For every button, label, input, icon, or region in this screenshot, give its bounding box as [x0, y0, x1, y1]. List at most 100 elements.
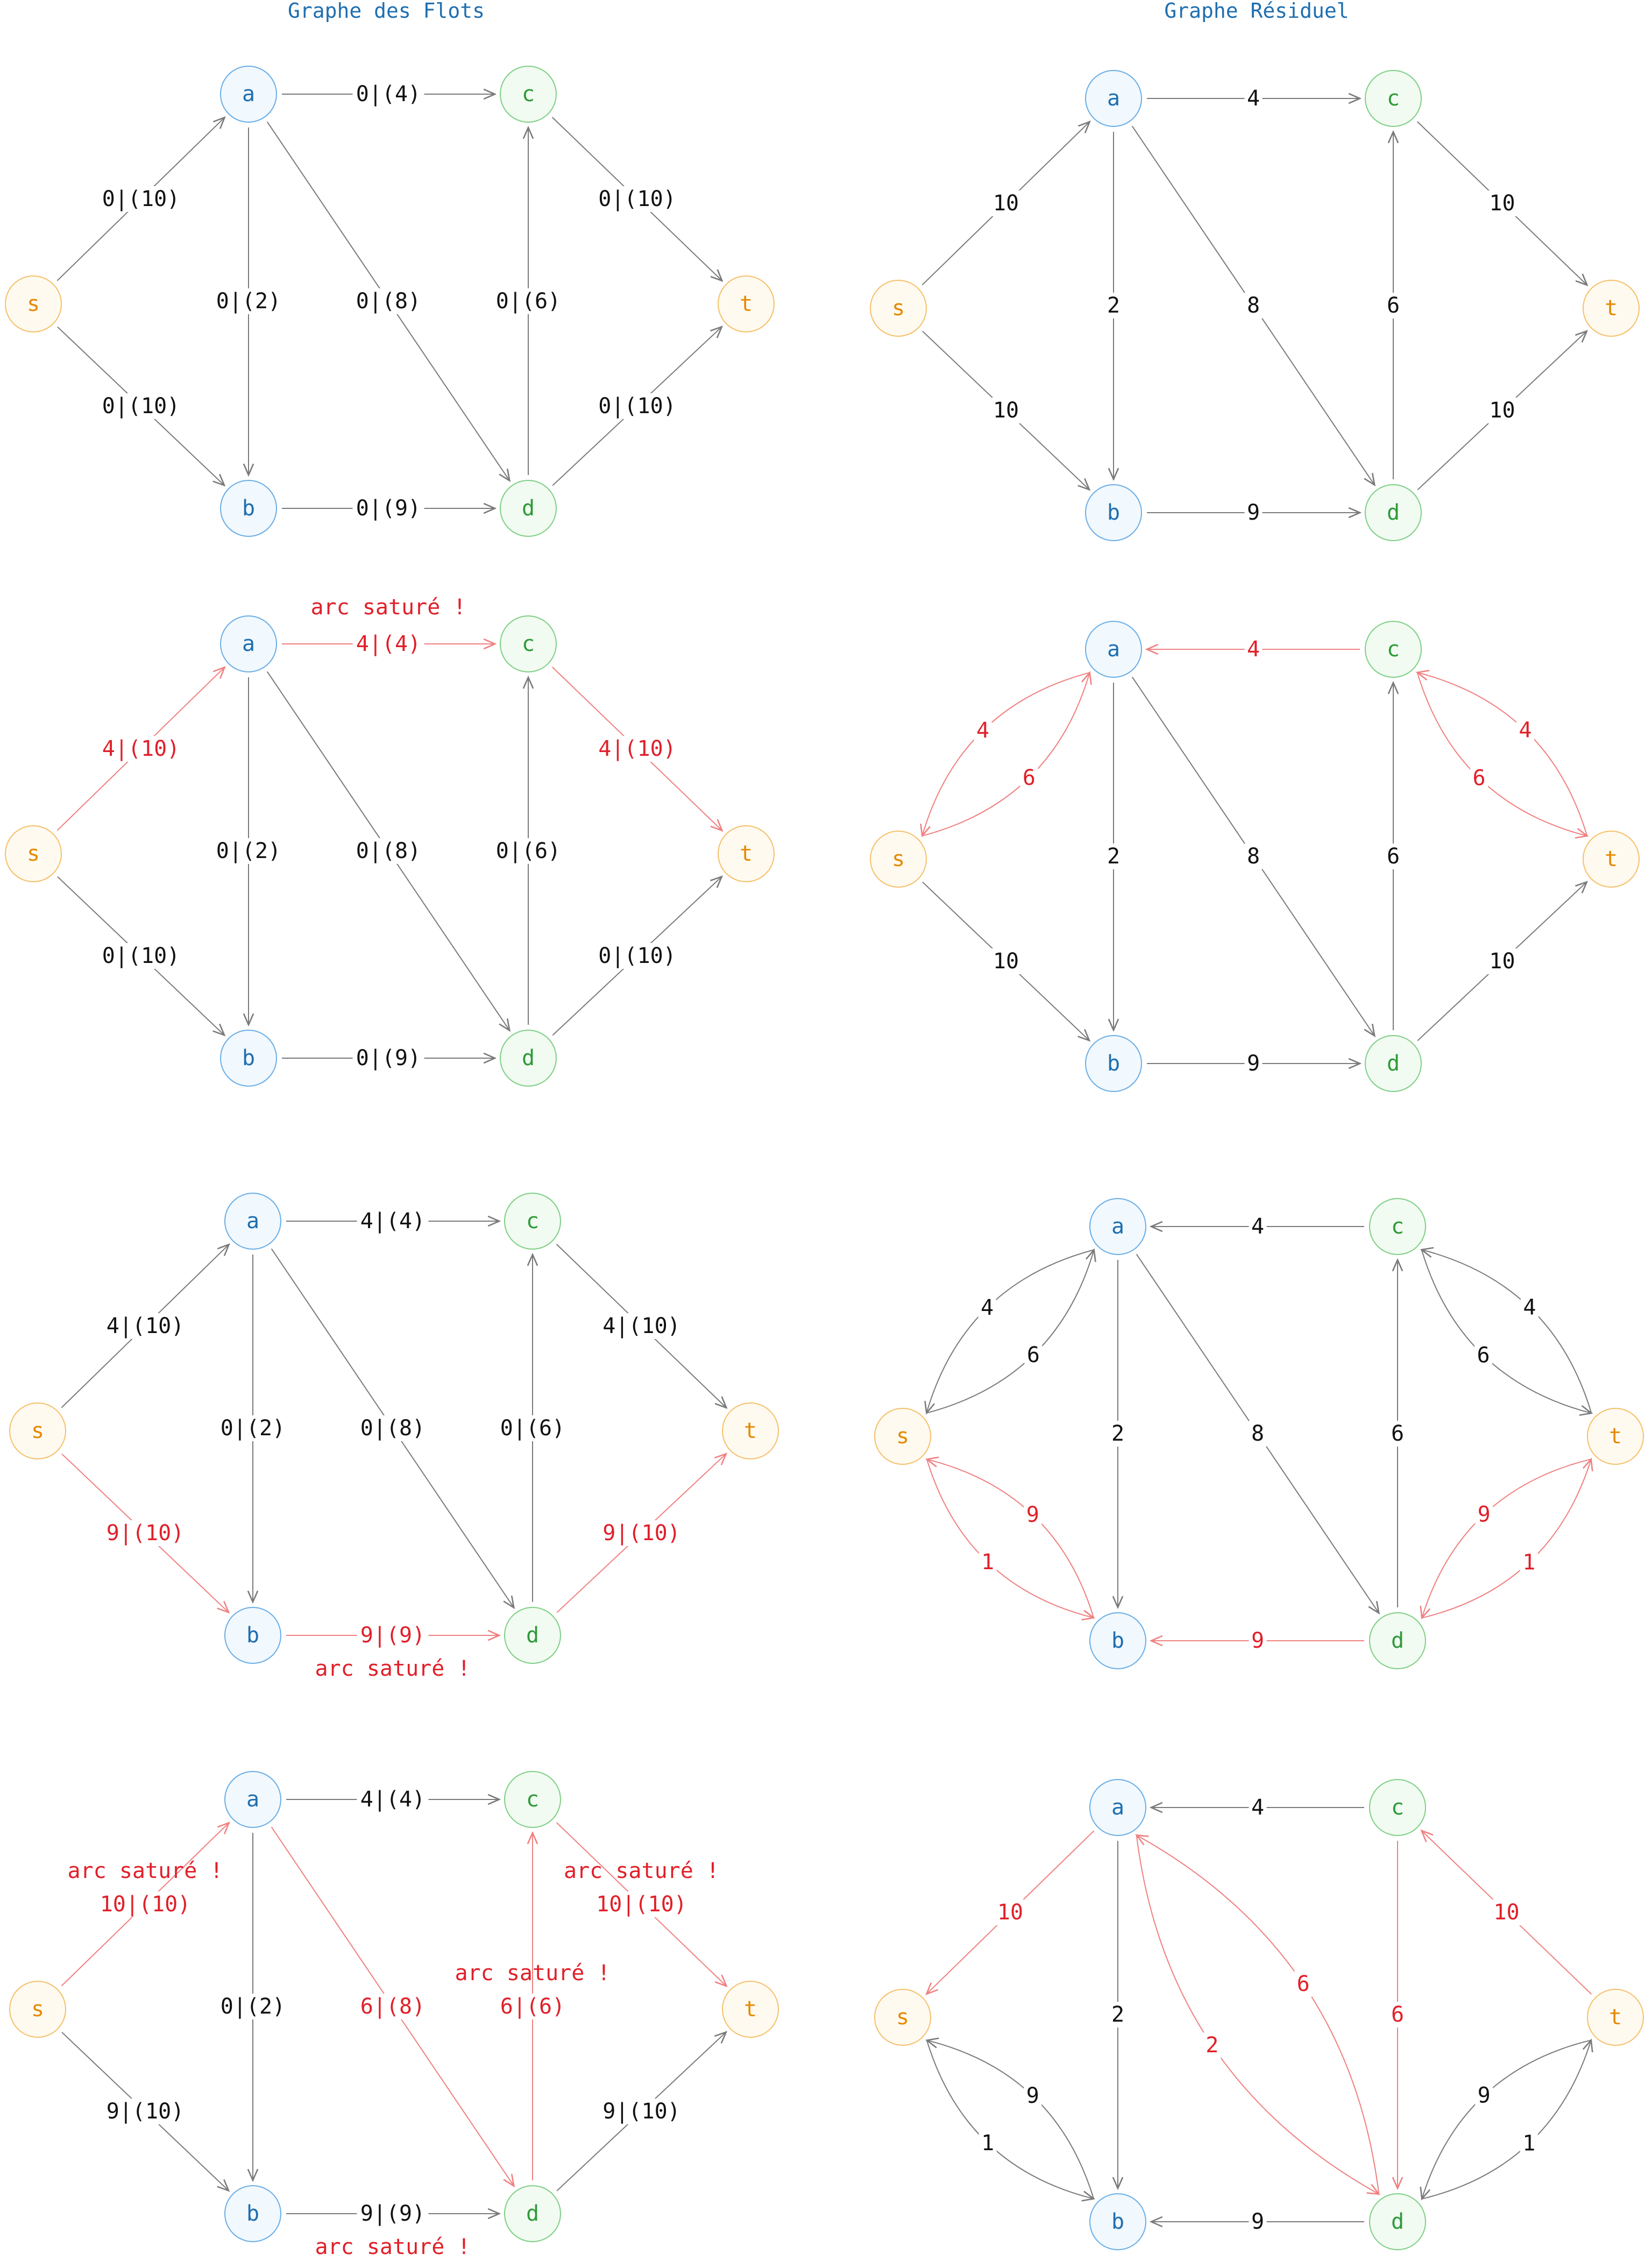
edge-label-background [990, 190, 1022, 216]
node-c [1365, 621, 1422, 678]
node-label-s: s [31, 1419, 44, 1443]
node-label-b: b [242, 1046, 255, 1071]
node-label-c: c [1387, 637, 1400, 662]
edge-label-background [1486, 398, 1518, 423]
edge-label-b-d: 0|(9) [356, 1046, 421, 1071]
flow-graph-step-4: 10|(10)arc saturé !9|(10)4|(4)0|(2)6|(8)… [9, 1771, 779, 2259]
edge-label-background [352, 631, 424, 657]
edge-label-background [217, 1415, 289, 1441]
edge-d-t [1421, 1459, 1591, 1619]
edge-label-d-c: 0|(6) [496, 839, 561, 863]
edge-label-a-c: 4|(4) [356, 632, 421, 656]
node-d [1369, 1612, 1426, 1669]
edge-label-background [1520, 1549, 1538, 1576]
edge-label-d-c: 6 [1387, 844, 1400, 869]
edge-label-a-c: 4|(4) [360, 1787, 425, 1812]
edge-label-background [1491, 1900, 1522, 1925]
edge-label-background [594, 186, 680, 212]
edge-t-d [1422, 2039, 1592, 2199]
edge-label-a-s: 4 [981, 1295, 994, 1320]
saturated-edge-note: arc saturé ! [564, 1859, 719, 1883]
edge-label-t-d: 9 [1478, 1502, 1491, 1527]
edge-label-background [1024, 1342, 1043, 1368]
node-label-s: s [31, 1997, 44, 2022]
node-b [1085, 484, 1142, 541]
edge-label-background [1520, 2130, 1538, 2157]
node-a [220, 66, 277, 123]
edge-a-s [922, 672, 1090, 835]
saturated-edge-note: arc saturé ! [315, 2235, 471, 2259]
node-s [5, 275, 62, 332]
edge-label-background [979, 2130, 997, 2156]
edge-label-background [357, 1208, 429, 1234]
edge-label-a-b: 2 [1111, 2002, 1124, 2027]
edge-label-d-t: 9|(10) [602, 1521, 680, 1546]
edge-label-s-a: 4|(10) [102, 736, 180, 761]
saturated-edge-note: arc saturé ! [315, 1656, 471, 1681]
edge-label-b-d: 9 [1247, 1051, 1260, 1076]
edge-label-d-c: 6 [1391, 1421, 1404, 1446]
node-b [220, 1030, 277, 1087]
edge-label-a-d: 2 [1206, 2033, 1218, 2058]
node-label-d: d [1387, 1051, 1400, 1076]
node-s [9, 1981, 66, 2038]
node-d [1369, 2193, 1426, 2250]
node-c [500, 66, 557, 123]
node-label-s: s [896, 2005, 909, 2030]
edge-label-s-a: 6 [1023, 766, 1036, 790]
edge-label-c-t: 0|(10) [598, 187, 676, 211]
edge-label-c-a: 4 [1251, 1214, 1264, 1239]
edge-d-a [1137, 1835, 1380, 2194]
node-c [1365, 70, 1422, 127]
edge-label-background [1249, 1628, 1267, 1654]
edge-s-b [926, 2040, 1094, 2199]
node-d [500, 1030, 557, 1087]
node-c [504, 1771, 561, 1828]
node-label-t: t [740, 841, 753, 866]
edge-label-s-a: 10 [993, 191, 1019, 216]
node-c [1369, 1198, 1426, 1255]
edge-a-s [926, 1249, 1094, 1413]
node-s [5, 825, 62, 882]
edge-label-d-a: 6 [1297, 1972, 1310, 1996]
node-t [722, 1981, 779, 2038]
edge-label-background [357, 1622, 429, 1648]
edge-label-s-a: 6 [1027, 1343, 1040, 1367]
node-a [1089, 1198, 1146, 1255]
edge-label-background [212, 838, 285, 864]
edge-s-a [922, 672, 1089, 837]
edge-label-background [96, 1891, 195, 1917]
node-label-a: a [246, 1787, 259, 1812]
edge-label-c-t: 10|(10) [596, 1892, 687, 1917]
edge-label-background [357, 1994, 429, 2019]
node-b [220, 480, 277, 537]
node-label-b: b [242, 496, 255, 521]
residual-graph-title: Graphe Résiduel [1164, 0, 1349, 23]
node-label-b: b [246, 1623, 259, 1648]
edge-label-a-d: 0|(8) [360, 1416, 425, 1441]
flow-graph-step-3: 4|(10)9|(10)4|(4)0|(2)0|(8)9|(9)arc satu… [9, 1193, 779, 1681]
node-label-d: d [1391, 1628, 1404, 1653]
edge-label-background [103, 2099, 188, 2124]
edge-label-d-t: 1 [1522, 2131, 1535, 2156]
node-label-b: b [1107, 1051, 1120, 1076]
edge-label-a-c: 4 [1247, 86, 1260, 111]
edge-label-a-b: 2 [1111, 1421, 1124, 1446]
node-d [504, 1607, 561, 1664]
edge-label-s-b: 10 [993, 949, 1019, 974]
edge-label-background [1486, 948, 1518, 974]
flow-graph-title: Graphe des Flots [288, 0, 485, 23]
saturated-edge-note: arc saturé ! [68, 1859, 223, 1883]
edge-s-b [926, 1459, 1094, 1618]
node-label-t: t [1609, 2005, 1622, 2030]
saturated-edge-note: arc saturé ! [455, 1961, 611, 1986]
edge-c-t [1421, 1249, 1592, 1413]
edge-label-background [1516, 717, 1534, 743]
edge-label-background [599, 2099, 684, 2124]
node-label-s: s [896, 1424, 909, 1449]
node-t [1587, 1408, 1644, 1465]
edge-label-background [98, 943, 183, 969]
edge-label-a-b: 0|(2) [221, 1994, 285, 2019]
edge-a-d [1136, 1835, 1379, 2194]
